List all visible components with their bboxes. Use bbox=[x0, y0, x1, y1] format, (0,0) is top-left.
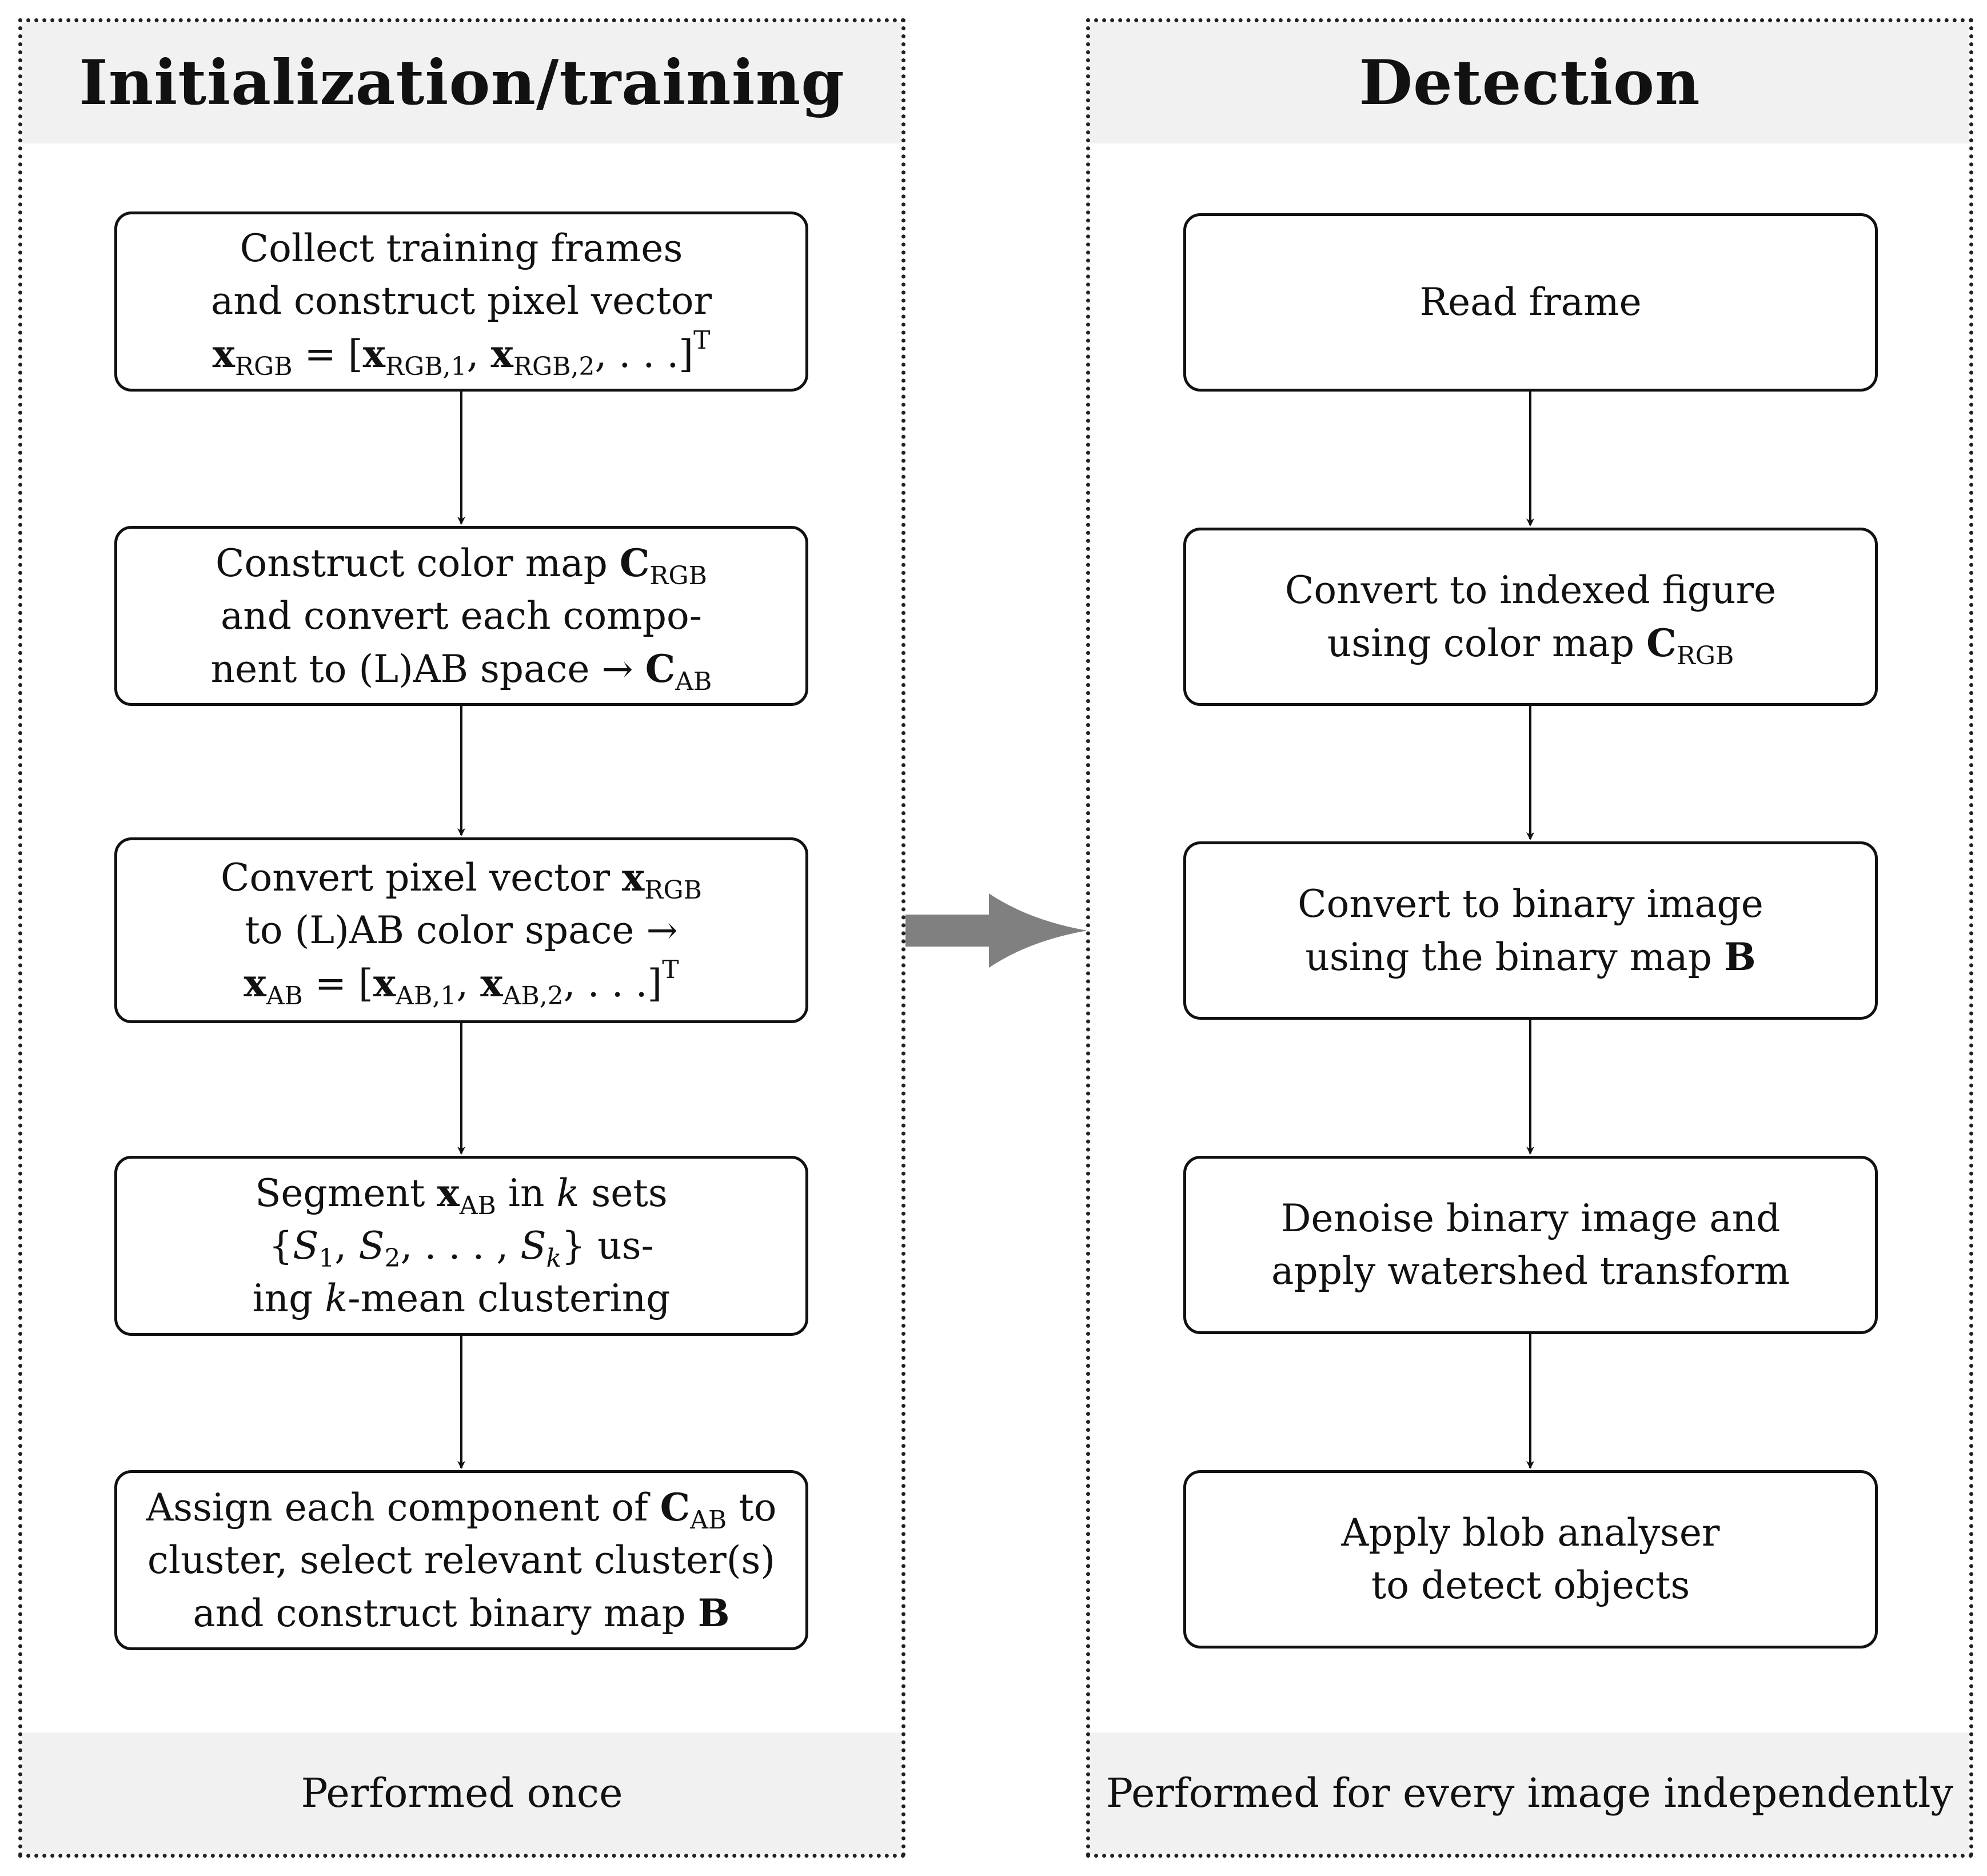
step-text-line: and construct binary map B bbox=[193, 1590, 730, 1635]
step-text-line: Segment xAB in k sets bbox=[255, 1171, 668, 1220]
panel-title: Detection bbox=[1359, 47, 1701, 119]
panel-caption: Performed for every image independently bbox=[1106, 1770, 1954, 1817]
detection-step-blob-analyser: Apply blob analyser to detect objects bbox=[1183, 1470, 1878, 1649]
step-text-line: nent to (L)AB space → CAB bbox=[210, 646, 712, 696]
step-text-line: xRGB = [xRGB,1, xRGB,2, . . .]T bbox=[212, 326, 711, 381]
panel-footer: Performed once bbox=[22, 1733, 901, 1854]
step-text-line: {S1, S2, . . . , Sk} us- bbox=[269, 1224, 654, 1273]
panel-footer: Performed for every image independently bbox=[1090, 1733, 1969, 1854]
step-text-line: xAB = [xAB,1, xAB,2, . . .]T bbox=[244, 955, 679, 1011]
step-text-line: and convert each compo- bbox=[220, 593, 703, 638]
step-text-line: cluster, select relevant cluster(s) bbox=[147, 1538, 776, 1582]
detection-step-denoise-watershed: Denoise binary image and apply watershed … bbox=[1183, 1156, 1878, 1334]
step-text-line: apply watershed transform bbox=[1271, 1249, 1790, 1293]
training-step-kmeans-segmentation: Segment xAB in k sets{S1, S2, . . . , Sk… bbox=[114, 1156, 808, 1336]
panel-header: Detection bbox=[1090, 22, 1969, 143]
transition-arrow bbox=[905, 893, 1087, 968]
step-text-line: to (L)AB color space → bbox=[245, 908, 678, 952]
detection-step-read-frame: Read frame bbox=[1183, 213, 1878, 392]
step-text-line: Construct color map CRGB bbox=[215, 540, 708, 590]
step-text-line: Apply blob analyser bbox=[1341, 1511, 1720, 1555]
step-text-line: to detect objects bbox=[1371, 1563, 1690, 1607]
detection-step-indexed-figure: Convert to indexed figure using color map… bbox=[1183, 528, 1878, 706]
step-text-line: and construct pixel vector bbox=[210, 279, 712, 323]
step-text-line: Convert to indexed figure bbox=[1284, 568, 1777, 612]
step-text-line: using color map CRGB bbox=[1327, 620, 1734, 670]
step-text-line: Collect training frames bbox=[240, 226, 683, 270]
training-step-collect-frames: Collect training frames and construct pix… bbox=[114, 211, 808, 392]
step-text-line: Read frame bbox=[1419, 280, 1642, 324]
panel-caption: Performed once bbox=[301, 1770, 623, 1817]
step-text-line: Convert pixel vector xRGB bbox=[221, 855, 702, 905]
step-text-line: Denoise binary image and bbox=[1280, 1196, 1781, 1240]
panel-header: Initialization/training bbox=[22, 22, 901, 143]
detection-step-binary-image: Convert to binary image using the binary … bbox=[1183, 841, 1878, 1020]
step-text-line: Convert to binary image bbox=[1298, 881, 1763, 926]
step-text-line: ing k-mean clustering bbox=[252, 1276, 671, 1320]
step-text-line: using the binary map B bbox=[1305, 934, 1756, 979]
panel-title: Initialization/training bbox=[79, 47, 845, 119]
step-text-line: Assign each component of CAB to bbox=[146, 1484, 777, 1535]
